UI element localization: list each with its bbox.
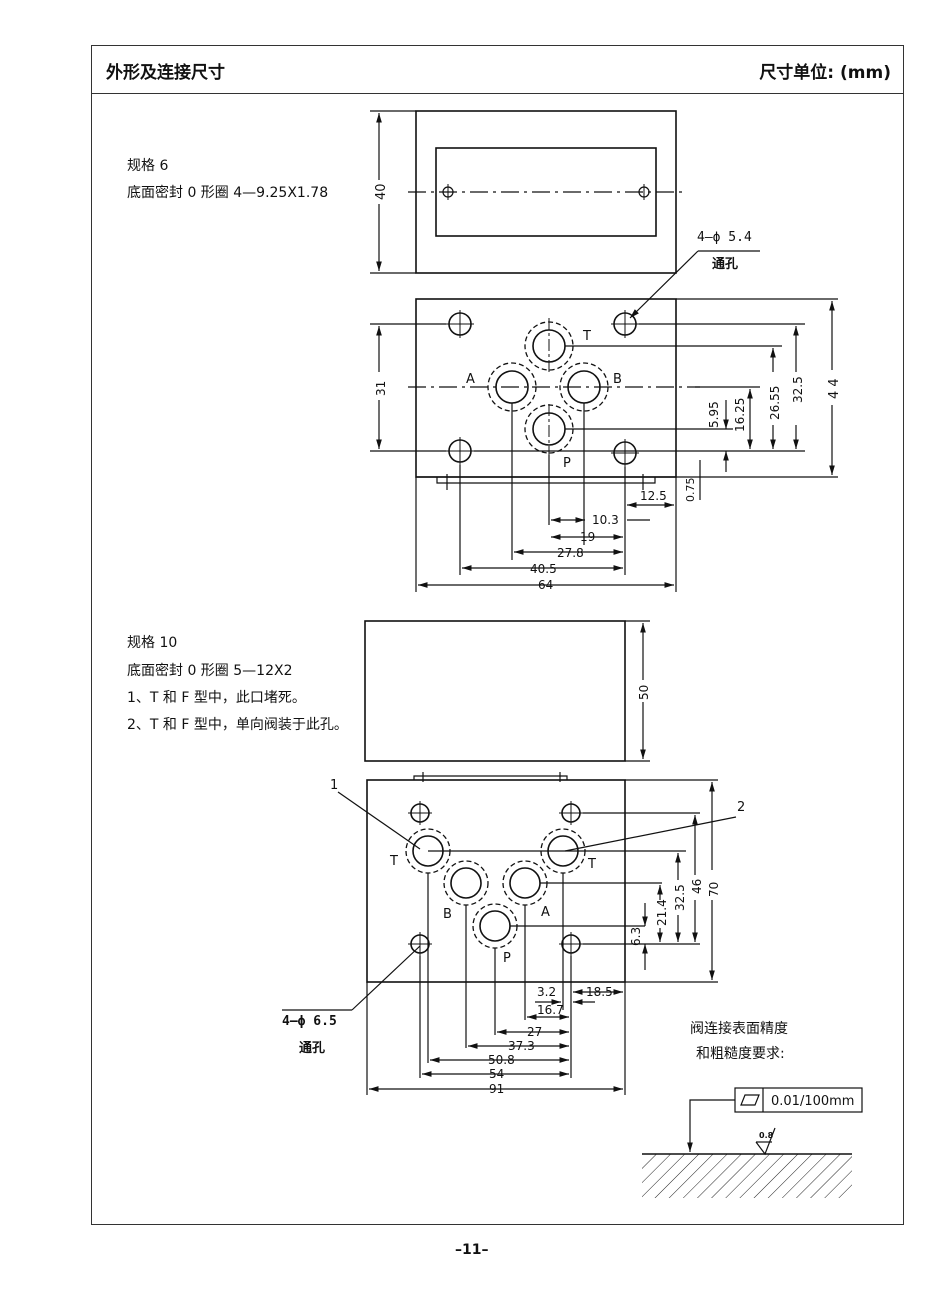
spec6-port-label-P: P (563, 456, 571, 471)
spec10-leader-1: 1 (330, 778, 338, 793)
roughness-value: 0.8 (759, 1131, 774, 1140)
spec10-leader-2: 2 (737, 800, 745, 815)
spec10-hole-note: 通孔 (299, 1040, 325, 1056)
spec10-port-label-A: A (541, 905, 550, 920)
surface-req-line2: 和粗糙度要求: (696, 1046, 785, 1062)
page-number: –11– (455, 1242, 489, 1258)
spec10-port-label-T-left: T (389, 854, 398, 869)
spec6-hole-callout-leader (629, 250, 760, 319)
spec10-dim-16.7: 16.7 (537, 1003, 564, 1017)
drawing-frame: 外形及连接尺寸 尺寸单位: (mm) (91, 45, 904, 1225)
spec6-top-view (370, 110, 684, 274)
spec6-port-label-A: A (466, 372, 475, 387)
spec6-port-label-T: T (582, 329, 591, 344)
spec6-hole-spec: 4—ϕ 5.4 (697, 230, 752, 245)
spec10-dim-37.3: 37.3 (508, 1039, 535, 1053)
spec10-dim-50: 50 (637, 685, 651, 700)
spec10-label: 规格 10 (127, 635, 177, 651)
spec10-bottom-view (282, 772, 737, 1095)
spec10-dim-91: 91 (489, 1082, 504, 1096)
spec6-dim-10.3: 10.3 (592, 513, 619, 527)
flatness-icon (740, 1094, 760, 1106)
spec6-dim-5.95: 5.95 (707, 401, 721, 428)
spec6-dim-16.25: 16.25 (733, 398, 747, 432)
spec10-note-2: 2、T 和 F 型中，单向阀装于此孔。 (127, 717, 348, 733)
spec6-dim-12.5: 12.5 (640, 489, 667, 503)
spec10-port-B (443, 860, 489, 906)
spec6-seal: 底面密封 0 形圈 4—9.25X1.78 (127, 184, 328, 201)
spec6-port-label-B: B (613, 372, 622, 387)
spec6-dim-19: 19 (580, 530, 595, 544)
spec10-top-view (364, 620, 650, 762)
spec6-bottom-view (370, 298, 838, 592)
spec6-dim-0.75: 0.75 (684, 478, 697, 503)
spec10-dim-54: 54 (489, 1067, 504, 1081)
spec6-label: 规格 6 (127, 158, 168, 174)
spec10-note-1: 1、T 和 F 型中，此口堵死。 (127, 690, 306, 706)
spec6-dim-64: 64 (538, 578, 553, 592)
spec10-dim-18.5: 18.5 (586, 985, 613, 999)
header-bar: 外形及连接尺寸 尺寸单位: (mm) (92, 46, 903, 94)
hatched-surface (642, 1154, 852, 1198)
page-title: 外形及连接尺寸 (106, 63, 225, 83)
spec10-dim-50.8: 50.8 (488, 1053, 515, 1067)
spec10-dim-21.4: 21.4 (655, 899, 669, 926)
spec10-dim-27: 27 (527, 1025, 542, 1039)
spec10-dim-46: 46 (690, 879, 704, 894)
spec10-seal: 底面密封 0 形圈 5—12X2 (127, 662, 292, 679)
unit-label: 尺寸单位: (mm) (759, 63, 891, 83)
spec6-dim-40: 40 (374, 183, 389, 200)
spec10-port-label-P: P (503, 951, 511, 966)
spec6-dim-27.8: 27.8 (557, 546, 584, 560)
roughness-icon (755, 1127, 776, 1156)
spec10-dim-3.2: 3.2 (537, 985, 556, 999)
spec6-dim-32.5: 32.5 (791, 376, 805, 403)
spec6-dim-31: 31 (374, 381, 388, 396)
spec6-dim-44: 4 4 (827, 378, 842, 399)
spec10-port-label-B: B (443, 907, 452, 922)
spec6-dim-40.5: 40.5 (530, 562, 557, 576)
spec6-hole-note: 通孔 (712, 256, 738, 272)
spec10-dim-6.3: 6.3 (629, 927, 643, 946)
spec6-dim-26.55: 26.55 (768, 386, 782, 420)
spec10-dim-32.5: 32.5 (673, 884, 687, 911)
flatness-value: 0.01/100mm (771, 1094, 854, 1109)
spec10-dim-70: 70 (707, 882, 721, 897)
flatness-callout (642, 1087, 863, 1198)
surface-req-line1: 阀连接表面精度 (690, 1020, 788, 1037)
spec10-port-label-T-right: T (587, 857, 596, 872)
spec10-hole-spec: 4—ϕ 6.5 (282, 1014, 337, 1029)
